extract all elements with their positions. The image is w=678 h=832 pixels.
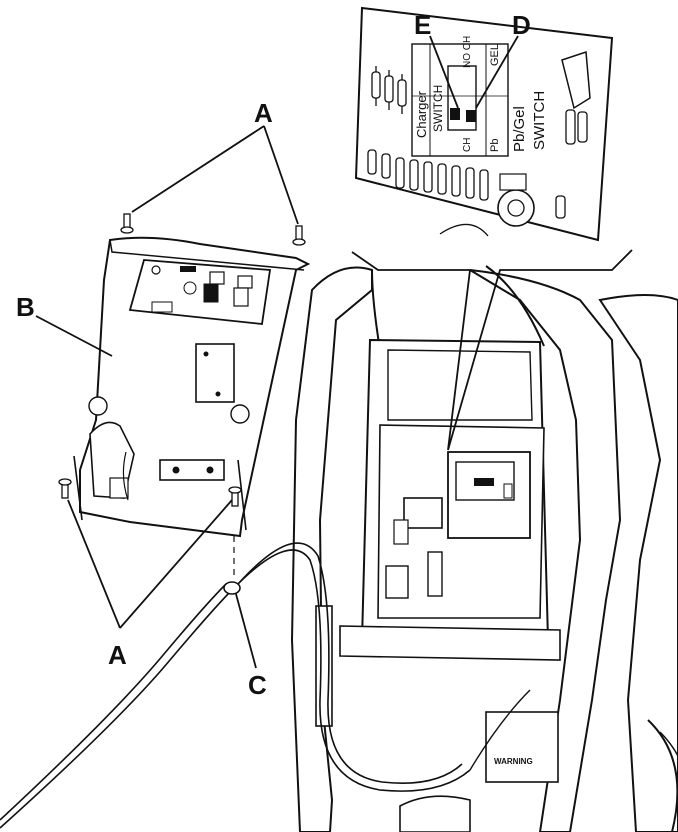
label-gel: GEL xyxy=(489,44,501,66)
cable-grommet xyxy=(223,581,241,595)
control-panel-cover xyxy=(73,236,311,538)
label-pb: Pb xyxy=(489,139,501,152)
screws xyxy=(58,213,306,507)
label-warning: WARNING xyxy=(494,757,533,766)
circuit-board-inset: Charger SWITCH NO CH GEL CH Pb Pb/Gel SW… xyxy=(354,6,614,242)
callout-a-top: A xyxy=(254,98,273,128)
label-charger: Charger xyxy=(414,90,429,138)
label-pb-gel: Pb/Gel xyxy=(511,106,528,152)
callout-c: C xyxy=(248,670,267,700)
label-ch: CH xyxy=(462,138,473,152)
callout-b: B xyxy=(16,292,35,322)
leader-lines xyxy=(35,35,633,669)
label-switch-right: SWITCH xyxy=(531,91,548,150)
cable xyxy=(0,536,531,829)
callout-d: D xyxy=(512,10,531,40)
callout-e: E xyxy=(414,10,431,40)
label-switch-left: SWITCH xyxy=(431,85,445,132)
callout-a-bottom: A xyxy=(108,640,127,670)
machine-body: WARNING xyxy=(290,265,678,832)
label-no-ch: NO CH xyxy=(462,36,473,68)
